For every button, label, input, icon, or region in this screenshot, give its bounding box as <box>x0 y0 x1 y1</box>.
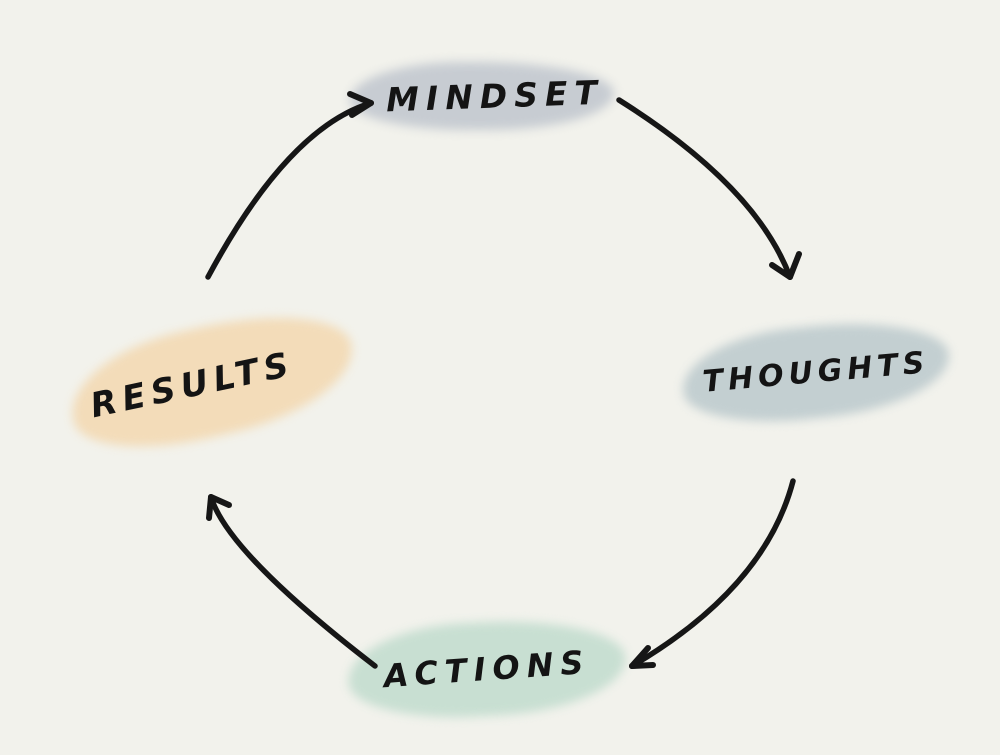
results-label: RESULTS <box>86 344 298 427</box>
node-results: RESULTS <box>59 295 365 467</box>
actions-label: ACTIONS <box>382 642 592 696</box>
arrow-mindset-to-thoughts <box>616 97 802 280</box>
node-thoughts: THOUGHTS <box>677 312 955 432</box>
thoughts-label: THOUGHTS <box>701 344 931 400</box>
node-actions: ACTIONS <box>345 614 629 724</box>
mindset-label: MINDSET <box>385 72 605 119</box>
mindset-highlight <box>350 62 614 130</box>
arrow-results-to-mindset <box>205 91 374 280</box>
node-mindset: MINDSET <box>350 62 614 130</box>
arrow-thoughts-to-actions <box>629 478 796 669</box>
